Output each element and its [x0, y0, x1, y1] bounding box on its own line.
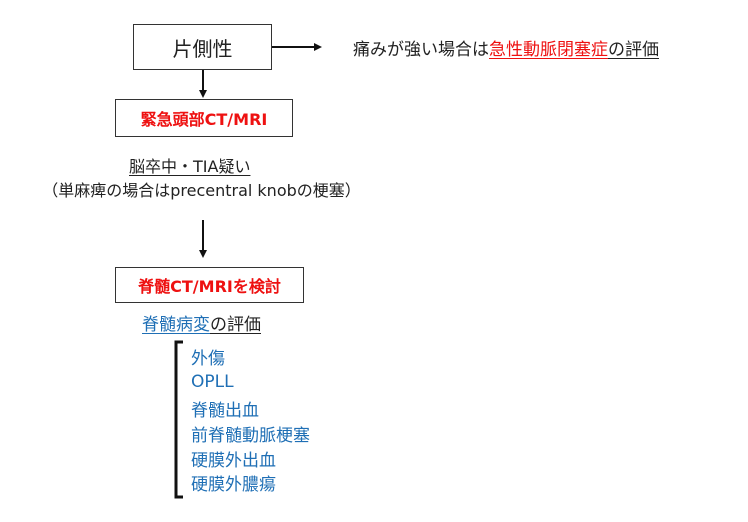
- right-note: 痛みが強い場合は急性動脈閉塞症の評価: [353, 35, 659, 60]
- spine-note-suffix: の評価: [210, 315, 261, 335]
- spine-note-highlight: 脊髄病変: [142, 315, 210, 335]
- head-ct-label: 緊急頭部CT/MRI: [140, 110, 268, 129]
- stroke-note-line1: 脳卒中・TIA疑い: [129, 157, 251, 176]
- head-ct-box: 緊急頭部CT/MRI: [115, 99, 293, 137]
- diagnosis-item: OPLL: [191, 372, 234, 392]
- stroke-note-line2: （単麻痺の場合はprecentral knobの梗塞）: [42, 181, 361, 200]
- diagnosis-bracket: [174, 340, 183, 499]
- diagnosis-item: 脊髄出血: [191, 401, 259, 421]
- diagnosis-item: 前脊髄動脈梗塞: [191, 426, 310, 446]
- spine-ct-box: 脊髄CT/MRIを検討: [115, 267, 304, 303]
- right-note-suffix: の評価: [608, 40, 659, 60]
- spine-ct-label: 脊髄CT/MRIを検討: [138, 277, 281, 296]
- right-note-highlight: 急性動脈閉塞症: [489, 40, 608, 60]
- top-box: 片側性: [133, 24, 272, 70]
- diagnosis-item: 硬膜外出血: [191, 451, 276, 471]
- diagnosis-item: 外傷: [191, 349, 225, 369]
- diagnosis-item: 硬膜外膿瘍: [191, 475, 276, 495]
- right-note-prefix: 痛みが強い場合は: [353, 40, 489, 60]
- spine-note: 脊髄病変の評価: [142, 310, 261, 335]
- top-box-label: 片側性: [172, 36, 233, 61]
